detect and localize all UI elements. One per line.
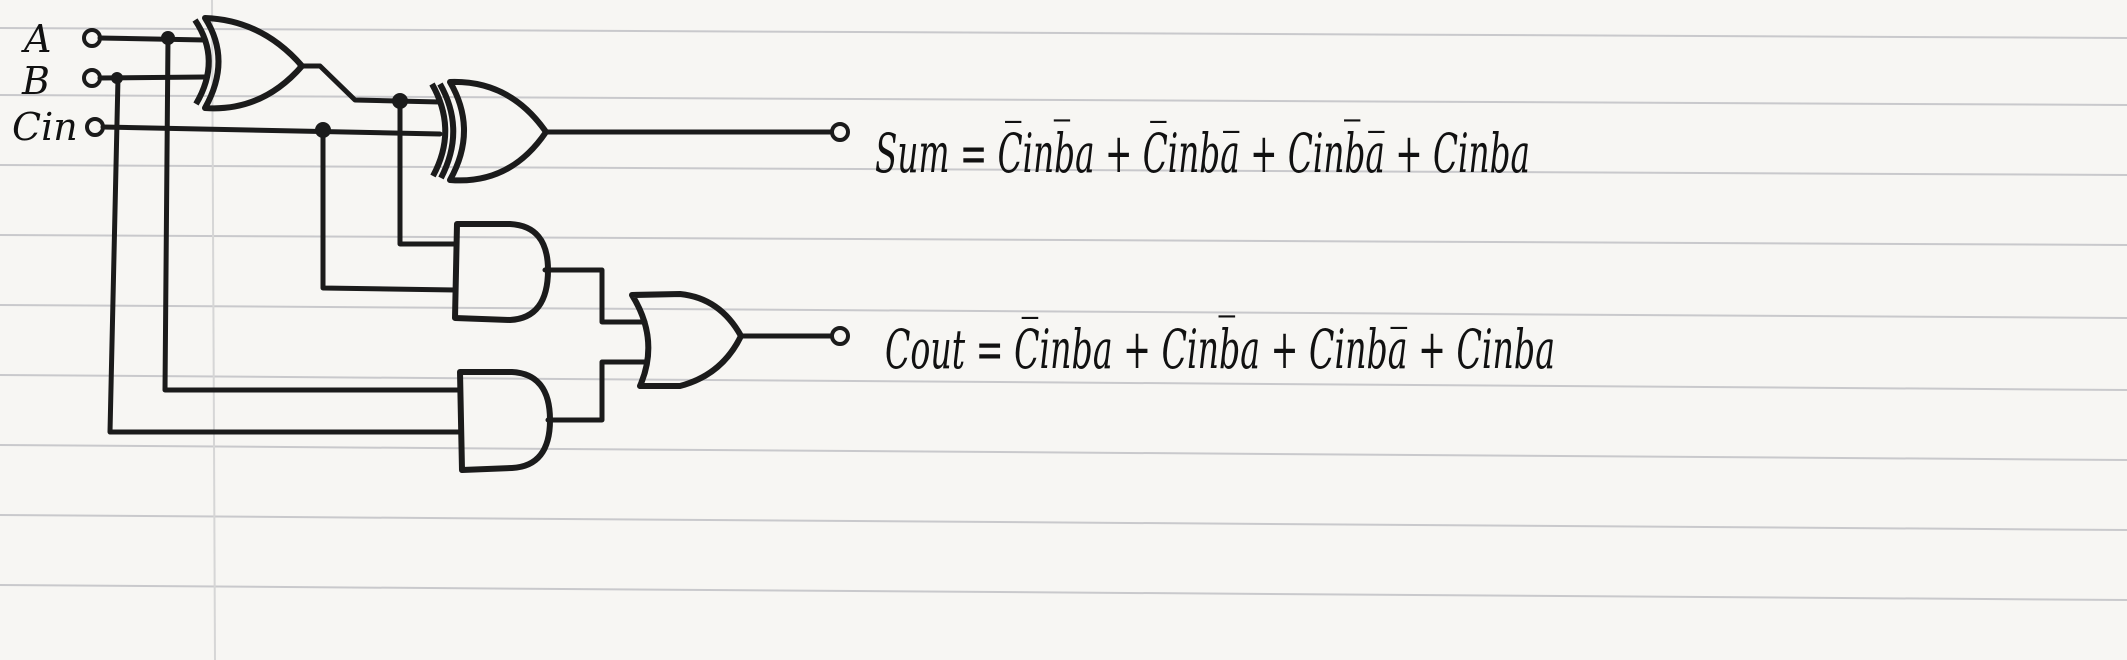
wire-and2-out: [545, 359, 648, 423]
sum-expression: Sum = C̅inb̅a + C̅inba̅ + Cinb̅a̅ + Cinb…: [875, 118, 1530, 185]
junction-b: [111, 72, 123, 84]
xor-gate-2: [429, 78, 549, 184]
cout-expression: Cout = C̅inba + Cinb̅a + Cinba̅ + Cinba: [885, 314, 1555, 381]
output-terminal-cout: [830, 326, 850, 346]
wire-and1-out: [542, 267, 648, 325]
wire-b-tap: [107, 75, 463, 435]
input-label-a: A: [21, 17, 51, 61]
junction-cin: [315, 122, 331, 138]
junction-xor1-out: [392, 93, 408, 109]
wire-a-tap: [162, 35, 463, 393]
wire-cin-tap: [320, 127, 458, 293]
and-gate-1: [452, 221, 551, 323]
wires: [97, 35, 835, 435]
output-terminal-sum: [830, 122, 850, 142]
and-gate-2: [457, 369, 553, 473]
input-label-b: B: [21, 59, 50, 103]
wire-a: [97, 35, 208, 43]
junction-a: [161, 31, 175, 45]
or-gate: [629, 291, 744, 389]
wire-xor1-tap: [397, 98, 458, 247]
wire-cin: [100, 124, 443, 137]
input-label-cin: Cin: [12, 105, 78, 149]
xor-gate-1: [192, 15, 305, 112]
